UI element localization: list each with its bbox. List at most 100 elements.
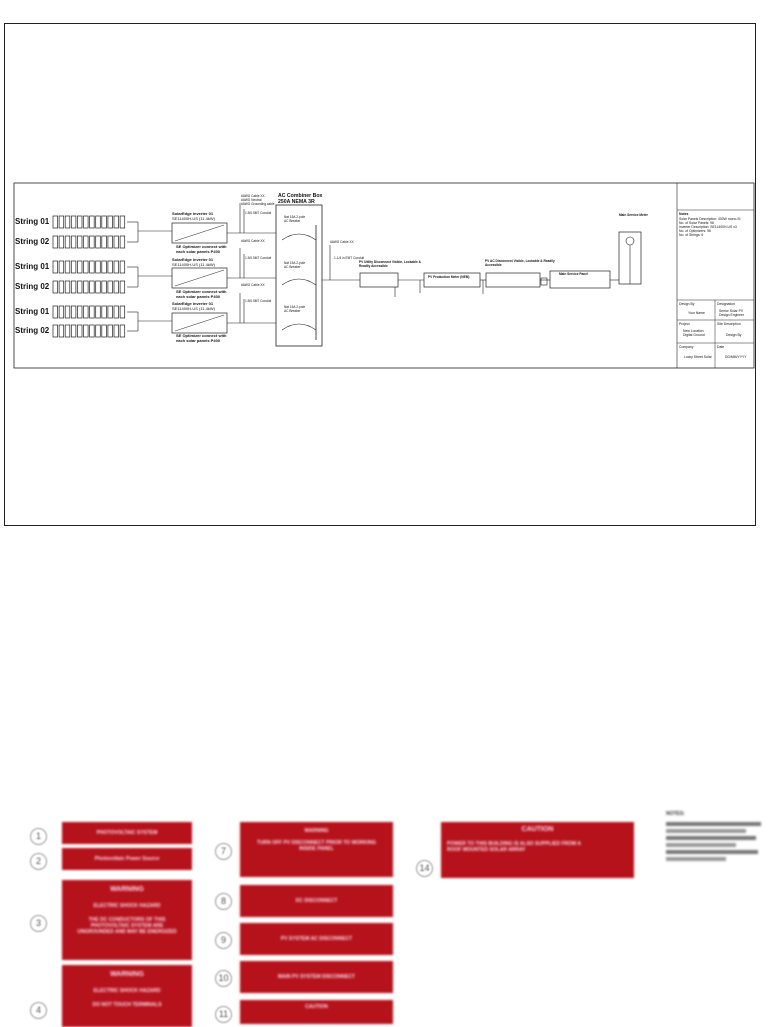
- ac-combiner-title: AC Combiner Box: [278, 193, 323, 199]
- solar-panel: [107, 215, 113, 229]
- breaker-label: Nat 15A 2-pole AC Breaker: [284, 215, 306, 223]
- solar-panel: [89, 215, 95, 229]
- solar-panel: [58, 260, 65, 274]
- inverter-3-optimizer: SE Optimizer connect with each solar pan…: [176, 333, 227, 343]
- main-service-meter-label: Main Service Meter: [619, 213, 648, 217]
- solar-panel: [83, 305, 89, 319]
- ac-combiner-box: [275, 204, 323, 347]
- solar-panel: [70, 260, 77, 274]
- solar-panel: [77, 260, 83, 274]
- solar-panel: [113, 324, 119, 338]
- notes-bar: [666, 836, 756, 840]
- solar-panel: [83, 260, 89, 274]
- label-number: 10: [215, 970, 232, 987]
- solar-panel: [58, 324, 65, 338]
- date-label: Date: [717, 345, 725, 349]
- notes-bar: [666, 850, 758, 854]
- cable-note: #AWG Cable XX: [241, 194, 265, 198]
- solar-panel: [58, 215, 65, 229]
- solar-panel: [113, 215, 119, 229]
- notes-item: Solar Panels Description: 400W mono-Si: [679, 217, 741, 221]
- solar-panel: [107, 305, 113, 319]
- string-label: String 01: [15, 217, 50, 226]
- inverter-diagonal: [174, 314, 225, 332]
- notes-item: Inverter Description: SE11400H-US x3: [679, 225, 737, 229]
- sign-3-sub: ELECTRIC SHOCK HAZARD: [93, 903, 161, 909]
- inverter-2-model: SE11400H-US (11.4kW): [172, 262, 215, 267]
- solar-panel: [113, 280, 119, 294]
- inverter-2-name: SolarEdge Inverter 01: [172, 257, 214, 262]
- main-service-panel-label: Main Service Panel: [559, 272, 588, 276]
- warning-sign-14: CAUTION POWER TO THIS BUILDING IS ALSO S…: [441, 822, 634, 878]
- inverter-diagonal: [174, 269, 225, 287]
- solar-panel: [52, 215, 58, 229]
- solar-panel: [64, 235, 71, 249]
- notes-block: NOTES:: [666, 811, 766, 861]
- warning-sign-7: WARNING TURN OFF PV DISCONNECT PRIOR TO …: [240, 822, 393, 877]
- solar-panel: [77, 324, 83, 338]
- label-number: 8: [215, 893, 232, 910]
- solar-panel: [64, 215, 71, 229]
- solar-panel: [58, 235, 65, 249]
- inverter-3-model: SE11400H-US (11.4kW): [172, 306, 215, 311]
- sign-3-heading: WARNING: [110, 886, 144, 893]
- solar-panel: [101, 324, 107, 338]
- conduit-note: 1.5/0.5MT Conduit: [245, 299, 272, 303]
- solar-panel: [52, 235, 58, 249]
- warning-sign-1: PHOTOVOLTAIC SYSTEM: [62, 822, 192, 844]
- string-label: String 01: [15, 307, 50, 316]
- solar-panel: [52, 324, 58, 338]
- solar-panel: [113, 305, 119, 319]
- solar-panel: [52, 280, 58, 294]
- date-value: DD/MM/YYYY: [725, 355, 747, 359]
- inverter-2-optimizer: SE Optimizer connect with each solar pan…: [176, 289, 227, 299]
- ac-combiner-subtitle: 250A NEMA 3R: [278, 199, 315, 205]
- solar-panel-rows: [52, 215, 228, 338]
- solar-panel: [83, 280, 89, 294]
- sign-7-heading: WARNING: [304, 828, 329, 834]
- conduit-note: 1.5/0.5MT Conduit: [245, 211, 272, 215]
- pv-ac-disconnect-label: PV AC Disconnect Visible, Lockable & Rea…: [485, 259, 555, 267]
- solar-panel: [95, 305, 101, 319]
- combiner-output-note: 1-1/4 in EMT Conduit: [334, 256, 365, 260]
- notes-bar: [666, 843, 736, 847]
- drawing-sheet: [4, 23, 756, 526]
- warning-sign-10: MAIN PV SYSTEM DISCONNECT: [240, 961, 393, 993]
- warning-sign-11: CAUTION: [240, 1000, 393, 1024]
- solar-panel: [95, 235, 101, 249]
- solar-panel: [70, 215, 77, 229]
- notes-bar: [666, 829, 746, 833]
- solar-panel: [77, 235, 83, 249]
- solar-panel: [89, 305, 95, 319]
- main-service-panel: [549, 270, 611, 289]
- solar-panel: [101, 215, 107, 229]
- label-number: 7: [215, 843, 232, 860]
- solar-panel: [70, 235, 77, 249]
- solar-panel: [83, 235, 89, 249]
- project-value: New Location Digital Ground: [683, 329, 705, 337]
- warning-sign-2: Photovoltaic Power Source: [62, 848, 192, 870]
- solar-panel: [95, 280, 101, 294]
- cable-note: #AWG Cable XX: [241, 239, 265, 243]
- label-number: 11: [215, 1006, 232, 1023]
- notes-heading: Notes: [679, 212, 689, 216]
- string-label: String 02: [15, 326, 50, 335]
- label-number: 4: [30, 1002, 47, 1019]
- notes-item: No. of Solar Panels: 96: [679, 221, 714, 225]
- solar-panel: [119, 215, 126, 229]
- design-by-label: Design By: [679, 302, 695, 306]
- notes-title: NOTES:: [666, 811, 685, 817]
- label-number: 1: [30, 828, 47, 845]
- solar-panel: [101, 260, 107, 274]
- inverter-diagonal: [174, 224, 225, 242]
- solar-panel: [70, 280, 77, 294]
- company-label: Company: [679, 345, 694, 349]
- notes-item: No. of Strings: 6: [679, 233, 704, 237]
- wiring: [127, 203, 619, 332]
- solar-panel: [119, 280, 126, 294]
- solar-panel: [95, 324, 101, 338]
- cable-note: #AWG Cable XX: [330, 240, 354, 244]
- warning-sign-9: PV SYSTEM AC DISCONNECT: [240, 923, 393, 955]
- pv-meter-label: PV Production Meter (NEM): [428, 275, 470, 279]
- conduit-note: 1.5/0.5MT Conduit: [245, 256, 272, 260]
